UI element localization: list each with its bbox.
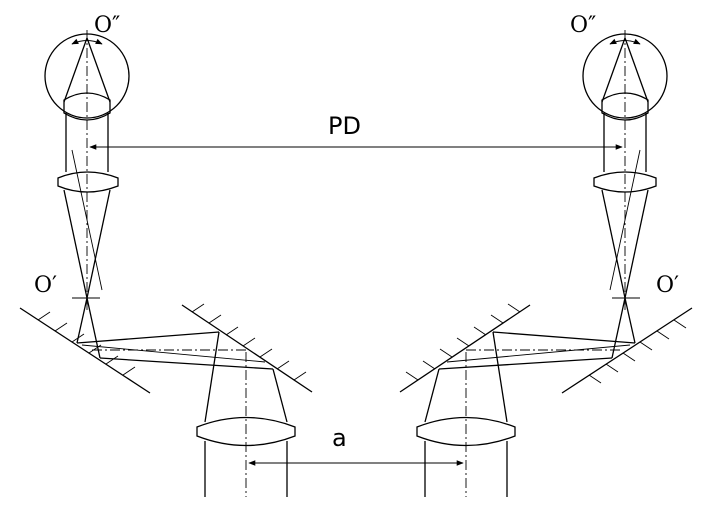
- left-outer-mirror-hatching: [37, 311, 136, 376]
- label-o-double-prime-left: O″: [94, 13, 120, 38]
- left-down-ray-b: [272, 368, 288, 423]
- label-pd: PD: [328, 112, 361, 140]
- left-relay-ray-top: [76, 331, 220, 344]
- left-objective-lens: [196, 416, 296, 447]
- right-diverge-ray-b: [611, 297, 626, 359]
- label-a: a: [332, 424, 347, 452]
- right-relay-ray-bottom: [438, 357, 613, 370]
- label-o-double-prime-right: O″: [570, 13, 596, 38]
- right-outer-mirror: [561, 307, 693, 394]
- right-eye-ray-a: [601, 37, 626, 103]
- left-eye-rotation-arrow: [71, 38, 103, 45]
- left-inner-mirror: [181, 304, 313, 393]
- right-cone-ray-a: [601, 189, 626, 299]
- right-relay-ray-top: [492, 331, 636, 344]
- right-eye-lens: [601, 92, 649, 121]
- right-down-ray-b: [424, 368, 440, 423]
- label-o-prime-right: O′: [656, 273, 679, 298]
- left-relay-cross: [81, 344, 266, 363]
- right-eye-rotation-arrow: [609, 38, 641, 45]
- right-optical-path: [399, 30, 693, 497]
- left-optical-path: [19, 30, 313, 497]
- right-eye-ray-b: [624, 37, 649, 103]
- right-relay-cross: [446, 344, 631, 363]
- left-cross-ray: [71, 149, 103, 291]
- left-diverge-ray-a: [76, 297, 88, 344]
- left-cone-ray-b: [86, 189, 111, 299]
- right-outer-mirror-hatching: [588, 319, 687, 384]
- right-cross-ray: [609, 149, 641, 291]
- right-inner-mirror: [399, 304, 531, 393]
- left-down-ray-a: [204, 331, 220, 423]
- left-outer-mirror: [19, 307, 151, 394]
- right-objective-lens: [416, 416, 516, 447]
- label-o-prime-left: O′: [34, 273, 57, 298]
- right-inner-mirror-hatching: [405, 303, 521, 381]
- right-cone-ray-b: [624, 189, 649, 299]
- left-inner-mirror-hatching: [191, 303, 307, 381]
- left-cone-ray-a: [63, 189, 88, 299]
- left-diverge-ray-b: [86, 297, 101, 359]
- right-diverge-ray-a: [624, 297, 636, 344]
- left-relay-ray-bottom: [99, 357, 274, 370]
- right-eyepiece-lens: [593, 171, 657, 193]
- left-eye-ray-b: [86, 37, 111, 103]
- left-eye-ray-a: [63, 37, 88, 103]
- right-down-ray-a: [492, 331, 508, 423]
- left-eye-lens: [63, 92, 111, 121]
- left-eyepiece-lens: [57, 171, 119, 193]
